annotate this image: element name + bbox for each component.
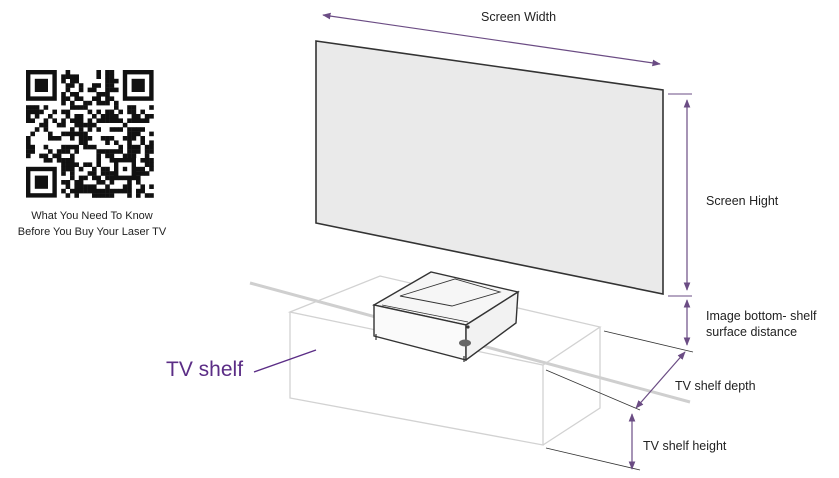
projection-screen — [315, 40, 664, 295]
image-bottom-label-line2: surface distance — [706, 325, 798, 339]
image-bottom-label-line1: Image bottom- shelf — [706, 309, 817, 323]
tv-shelf-pointer — [253, 349, 317, 373]
qr-code — [26, 70, 154, 198]
screen-width-label: Screen Width — [481, 10, 557, 24]
extension-line — [603, 330, 694, 353]
qr-caption-line1: What You Need To Know — [31, 210, 153, 222]
screen-width-dimension — [322, 12, 661, 67]
shelf-depth-dimension — [635, 351, 686, 409]
extension-line — [668, 93, 692, 297]
qr-caption-line2: Before You Buy Your Laser TV — [17, 226, 167, 238]
shelf-height-label: TV shelf height — [643, 439, 727, 453]
tv-shelf-label: TV shelf — [166, 358, 244, 381]
shelf-depth-label: TV shelf depth — [675, 379, 756, 393]
laser-projector — [372, 271, 520, 362]
screen-height-label: Screen Hight — [706, 194, 779, 208]
extension-line — [545, 369, 641, 471]
